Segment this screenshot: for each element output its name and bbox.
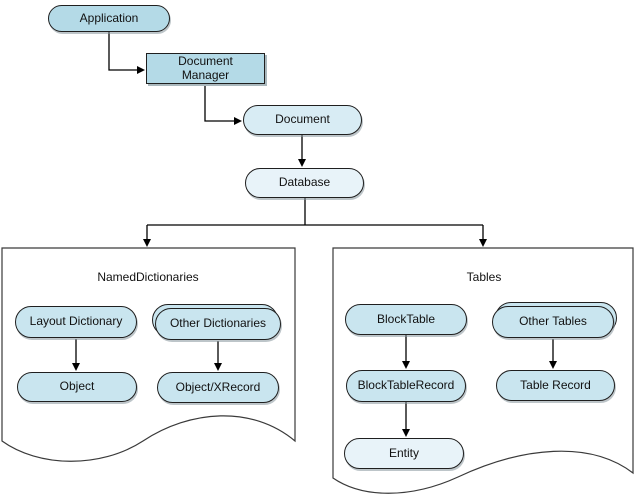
- node-database: Database: [245, 168, 364, 198]
- arrowhead-icon: [234, 117, 242, 125]
- arrowhead-icon: [72, 363, 80, 371]
- node-block-table-record: BlockTableRecord: [346, 370, 466, 402]
- node-document: Document: [243, 105, 362, 135]
- arrowhead-icon: [549, 361, 557, 369]
- edge-application-to-document-manager: [108, 32, 137, 71]
- node-layout-dictionary: Layout Dictionary: [15, 306, 137, 338]
- node-other-dictionaries: Other Dictionaries: [155, 308, 281, 340]
- node-entity: Entity: [344, 438, 464, 469]
- node-object-xrecord: Object/XRecord: [157, 372, 279, 403]
- arrowhead-icon: [137, 66, 145, 74]
- named-dictionaries-title: NamedDictionaries: [97, 270, 199, 284]
- edge-document-manager-to-document: [204, 84, 234, 122]
- node-application: Application: [48, 5, 170, 32]
- arrowhead-icon: [298, 159, 306, 167]
- node-document-manager: Document Manager: [146, 53, 265, 84]
- arrowhead-icon: [143, 239, 151, 247]
- node-object: Object: [17, 372, 137, 402]
- node-table-record: Table Record: [496, 370, 615, 401]
- named-dictionaries-container-shape: [1, 247, 296, 462]
- arrowhead-icon: [479, 239, 487, 247]
- arrowhead-icon: [402, 429, 410, 437]
- node-block-table: BlockTable: [345, 304, 467, 335]
- arrowhead-icon: [214, 363, 222, 371]
- arrowhead-icon: [402, 361, 410, 369]
- edge-database-branch: [146, 198, 484, 239]
- tables-title: Tables: [466, 270, 502, 284]
- node-other-tables: Other Tables: [492, 306, 614, 338]
